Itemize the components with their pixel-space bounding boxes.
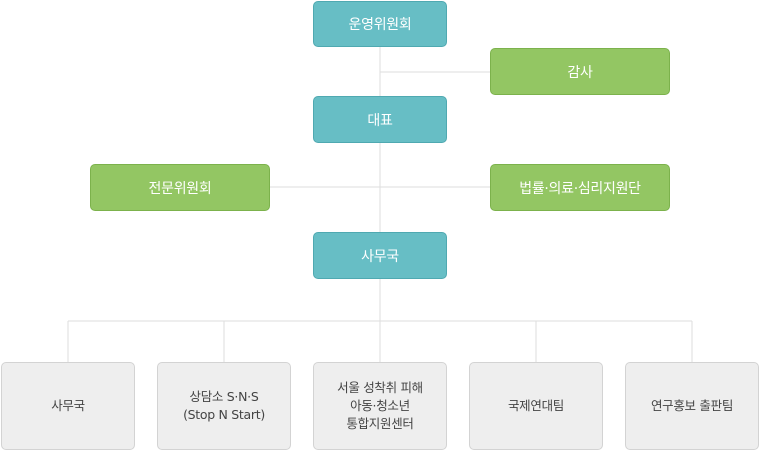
ceo-label: 대표 bbox=[367, 112, 393, 129]
committee-label: 운영위원회 bbox=[348, 17, 412, 33]
department-secretariat-box: 사무국 bbox=[1, 362, 135, 450]
department-label: 사무국 bbox=[51, 398, 85, 413]
secretariat-label: 사무국 bbox=[361, 248, 399, 265]
department-label-line: 상담소 S·N·S bbox=[189, 389, 259, 404]
department-label-line: 서울 성착취 피해 bbox=[337, 380, 423, 395]
committee-box: 운영위원회 bbox=[313, 1, 447, 47]
department-international-box: 국제연대팀 bbox=[469, 362, 603, 450]
department-label: 국제연대팀 bbox=[507, 398, 564, 413]
expert-committee-box: 전문위원회 bbox=[90, 164, 270, 211]
support-team-label: 법률·의료·심리지원단 bbox=[519, 180, 641, 197]
expert-committee-label: 전문위원회 bbox=[148, 180, 212, 197]
department-label: 연구홍보 출판팀 bbox=[650, 398, 734, 413]
department-label-line: 통합지원센터 bbox=[346, 416, 414, 431]
department-label-line: 아동·청소년 bbox=[350, 398, 410, 413]
department-label-line: (Stop N Start) bbox=[183, 407, 265, 422]
department-support-center-box: 서울 성착취 피해 아동·청소년 통합지원센터 bbox=[313, 362, 447, 450]
department-counseling-box: 상담소 S·N·S (Stop N Start) bbox=[157, 362, 291, 450]
ceo-box: 대표 bbox=[313, 96, 447, 143]
audit-label: 감사 bbox=[567, 64, 593, 81]
audit-box: 감사 bbox=[490, 48, 670, 95]
support-team-box: 법률·의료·심리지원단 bbox=[490, 164, 670, 211]
department-research-box: 연구홍보 출판팀 bbox=[625, 362, 759, 450]
secretariat-box: 사무국 bbox=[313, 232, 447, 279]
